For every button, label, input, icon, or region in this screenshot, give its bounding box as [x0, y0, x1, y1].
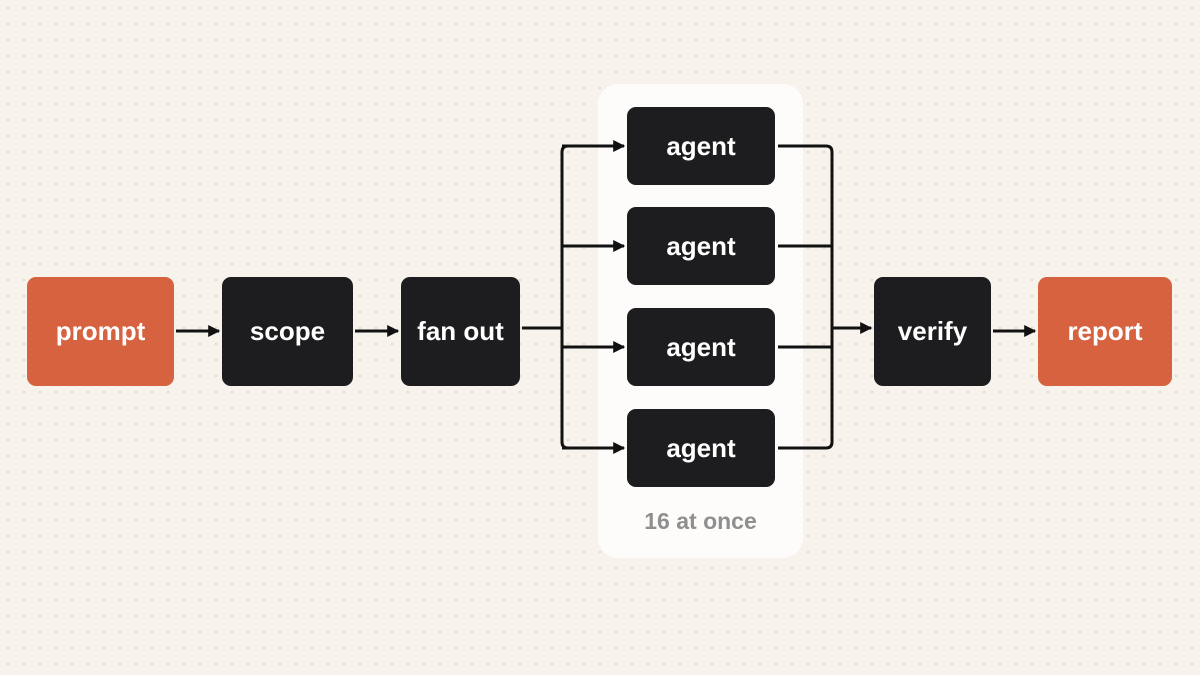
node-scope: scope: [222, 277, 353, 386]
group-caption: 16 at once: [644, 508, 757, 534]
connector-merge-bus: [778, 144, 834, 450]
node-agent-3: agent: [627, 308, 775, 386]
connector-fanout-branch-bus: [560, 144, 569, 450]
node-agent-2: agent: [627, 207, 775, 285]
node-agent-1: agent: [627, 107, 775, 185]
node-verify: verify: [874, 277, 991, 386]
node-report: report: [1038, 277, 1172, 386]
node-agent-4: agent: [627, 409, 775, 487]
node-fan-out: fan out: [401, 277, 520, 386]
node-prompt: prompt: [27, 277, 174, 386]
